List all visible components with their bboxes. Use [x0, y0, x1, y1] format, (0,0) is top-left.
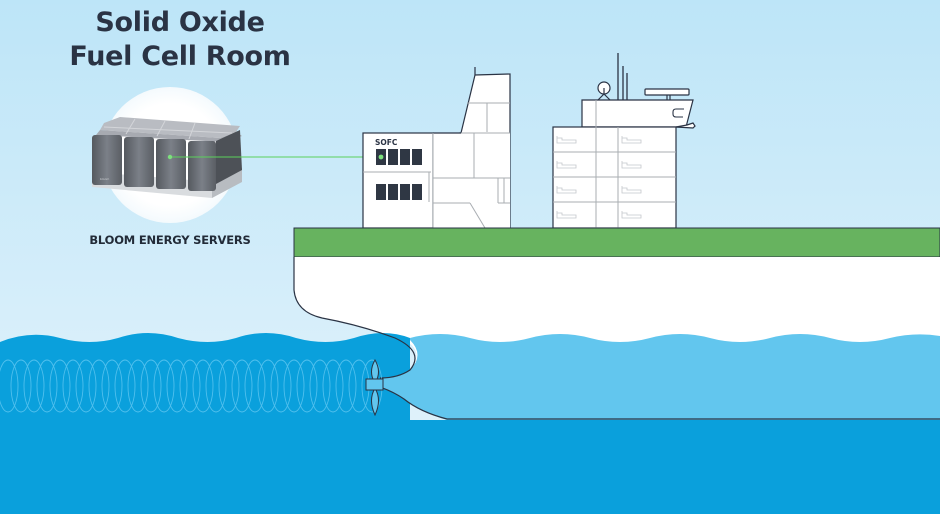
wake-loop: [153, 359, 175, 413]
wake-loop: [218, 359, 240, 413]
wake-loop: [75, 359, 97, 413]
ship-deck: [293, 227, 940, 258]
bunk-icon: [556, 136, 577, 144]
sofc-label: SOFC: [375, 138, 398, 147]
wake-loop: [192, 359, 214, 413]
sea-under-hull: [380, 334, 940, 420]
accommodation-inner-lines: [553, 100, 676, 228]
bunk-icon: [621, 136, 642, 144]
bunk-icon: [621, 211, 642, 219]
bunk-icon: [556, 161, 577, 169]
propeller-wake: [0, 359, 383, 413]
svg-text:bloom: bloom: [100, 177, 109, 181]
servers-caption: BLOOM ENERGY SERVERS: [89, 233, 251, 247]
wake-loop: [335, 359, 357, 413]
wake-loop: [10, 359, 32, 413]
wake-loop: [0, 359, 19, 413]
wake-loop: [309, 359, 331, 413]
wake-loop: [23, 359, 45, 413]
wake-loop: [36, 359, 58, 413]
page-title: Solid Oxide Fuel Cell Room: [60, 6, 300, 74]
wake-loop: [140, 359, 162, 413]
propeller: [365, 359, 384, 417]
bunk-icon: [621, 186, 642, 194]
bunk-icon: [556, 186, 577, 194]
connector-dot-sofc: [378, 154, 384, 160]
bridge-window: [672, 108, 684, 118]
bunk-icon: [556, 211, 577, 219]
wake-loop: [88, 359, 110, 413]
sea-open-water: [0, 333, 410, 420]
title-line-2: Fuel Cell Room: [69, 41, 291, 72]
wake-loop: [296, 359, 318, 413]
wake-loop: [166, 359, 188, 413]
wake-loop: [205, 359, 227, 413]
aft-superstructure-inner-lines: [363, 102, 510, 229]
wake-loop: [127, 359, 149, 413]
title-line-1: Solid Oxide: [95, 7, 265, 38]
wake-loop: [257, 359, 279, 413]
wake-loop: [114, 359, 136, 413]
wake-loop: [101, 359, 123, 413]
cabin-bunks: [556, 136, 642, 219]
bloom-energy-servers-illustration: bloom: [92, 117, 242, 198]
wake-loop: [270, 359, 292, 413]
sea-deep: [0, 420, 940, 514]
hull-outline: [293, 257, 940, 420]
wake-loop: [179, 359, 201, 413]
wake-loop: [283, 359, 305, 413]
wake-loop: [49, 359, 71, 413]
wake-loop: [322, 359, 344, 413]
wake-loop: [231, 359, 253, 413]
bunk-icon: [621, 161, 642, 169]
wake-loop: [244, 359, 266, 413]
wake-loop: [62, 359, 84, 413]
connector-dot-servers: [167, 154, 173, 160]
